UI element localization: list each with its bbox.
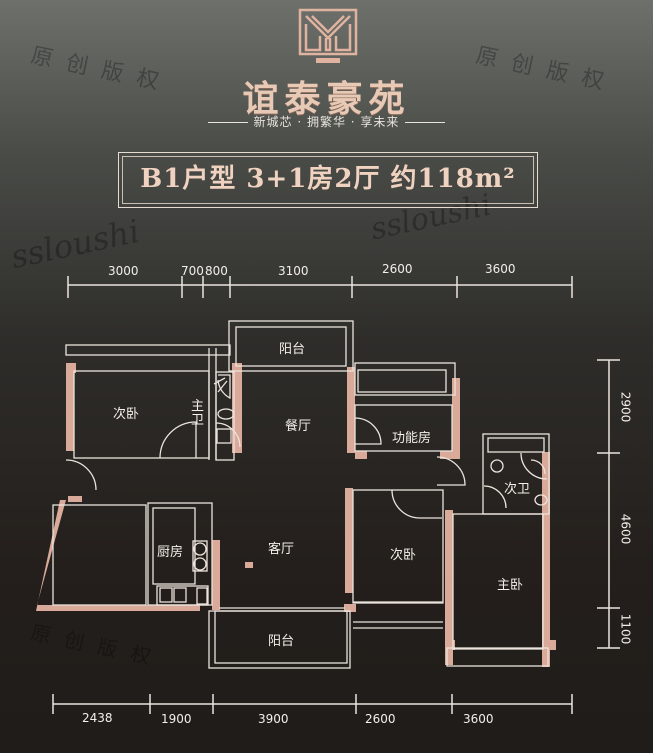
dim-right-1: 2900: [618, 391, 633, 423]
dim-bottom-5: 3600: [463, 712, 494, 726]
title-frame: [118, 152, 538, 208]
room-function: 功能房: [392, 431, 432, 446]
dim-top-4: 3100: [278, 264, 309, 278]
dim-bottom-4: 2600: [365, 712, 396, 726]
room-kitchen: 厨房: [157, 545, 184, 560]
room-balcony-bottom: 阳台: [268, 634, 295, 649]
brand-name: 谊泰豪苑: [242, 78, 411, 120]
room-second-bath: 次卫: [504, 482, 531, 497]
room-master-bath: 主卫: [191, 399, 205, 428]
dim-bottom-2: 1900: [161, 712, 192, 726]
brand-logo-icon: [298, 8, 358, 63]
dim-right-3: 1100: [618, 613, 633, 645]
dim-top-1: 3000: [108, 264, 139, 278]
room-balcony-top: 阳台: [279, 342, 306, 357]
room-dining: 餐厅: [285, 419, 312, 434]
dim-right-2: 4600: [618, 513, 633, 545]
slogan: 新城芯 · 拥繁华 · 享未来: [0, 113, 653, 130]
slogan-text: 新城芯 · 拥繁华 · 享未来: [253, 115, 400, 129]
room-second-bedroom-2: 次卧: [390, 548, 417, 563]
dim-top-5: 2600: [382, 262, 413, 276]
room-living: 客厅: [268, 542, 295, 557]
dim-top-3: 800: [205, 264, 228, 278]
dim-bottom-3: 3900: [258, 712, 289, 726]
room-master-bedroom: 主卧: [497, 578, 524, 593]
dim-top-2: 700: [181, 264, 204, 278]
unit-title: B1户型 3+1房2厅 约118m²: [140, 164, 516, 194]
room-second-bedroom-1: 次卧: [113, 407, 140, 422]
dim-bottom-1: 2438: [82, 711, 113, 725]
dim-top-6: 3600: [485, 262, 516, 276]
